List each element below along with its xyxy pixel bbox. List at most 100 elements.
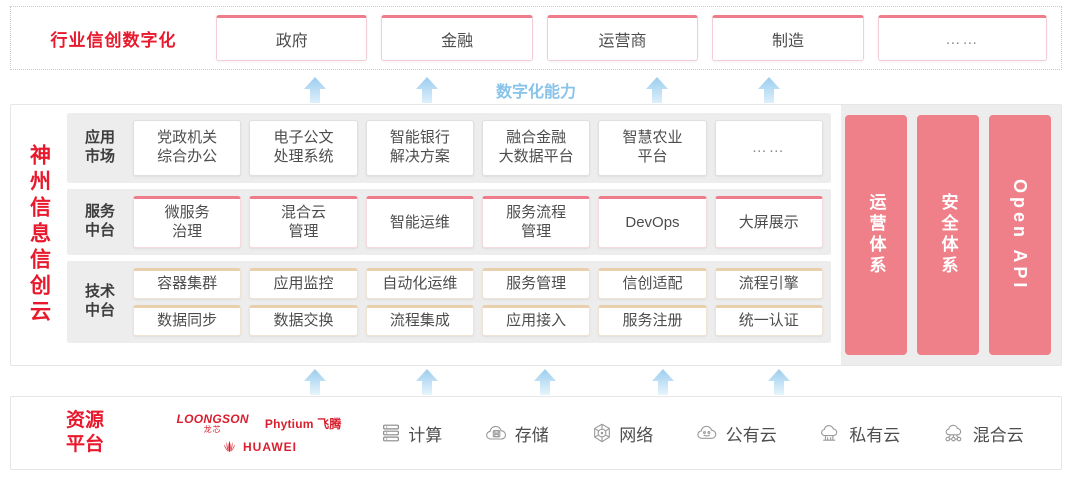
vendor-logo-row-1: LOONGSON 龙芯 Phytium 飞腾 <box>176 413 341 434</box>
resource-title-line1: 资源 <box>65 410 104 432</box>
cell-label: 自动化运维 <box>382 275 458 293</box>
pillar-label: Open API <box>1010 178 1030 292</box>
industry-box-label: 制造 <box>771 33 804 50</box>
vendor-logo-group: LOONGSON 龙芯 Phytium 飞腾 <box>159 413 359 454</box>
tech-cell-container-cluster[interactable]: 容器集群 <box>133 268 242 299</box>
tech-cell-xinchuang-adaptation[interactable]: 信创适配 <box>598 268 707 299</box>
industry-box-label: 金融 <box>441 33 474 50</box>
private-cloud-icon <box>819 422 843 444</box>
tech-cell-service-registry[interactable]: 服务注册 <box>598 305 707 336</box>
svc-cell-microservice-governance[interactable]: 微服务 治理 <box>133 196 242 248</box>
tech-cell-process-engine[interactable]: 流程引擎 <box>714 268 823 299</box>
resource-item-compute[interactable]: 计算 <box>380 421 442 446</box>
cell-label: DevOps <box>625 213 680 231</box>
layer-label-line1: 服务 <box>84 203 115 221</box>
resource-platform-band: 资源 平台 LOONGSON 龙芯 Phytium 飞腾 <box>10 396 1062 470</box>
svc-cell-smart-ops[interactable]: 智能运维 <box>365 196 474 248</box>
cell-label: 智能运维 <box>389 213 450 231</box>
resource-item-network[interactable]: 网络 <box>591 421 653 446</box>
app-cell-smart-agriculture[interactable]: 智慧农业 平台 <box>598 120 707 176</box>
vendor-logo-row-2: HUAWEI <box>221 440 297 454</box>
resource-item-private-cloud[interactable]: 私有云 <box>819 421 900 446</box>
tech-cell-process-integration[interactable]: 流程集成 <box>365 305 474 336</box>
tech-cell-app-monitoring[interactable]: 应用监控 <box>249 268 358 299</box>
industry-box-label: 政府 <box>275 33 308 50</box>
industry-box-more[interactable]: …… <box>877 15 1048 61</box>
cell-label: 服务注册 <box>622 312 683 330</box>
digital-capability-label: 数字化能力 <box>495 84 576 101</box>
pillar-operations-system[interactable]: 运营体系 <box>845 115 907 355</box>
cell-label: 信创适配 <box>622 275 683 293</box>
resource-uplink-arrows <box>10 368 1062 396</box>
huawei-flower-icon <box>221 440 238 453</box>
tech-cell-data-exchange[interactable]: 数据交换 <box>249 305 358 336</box>
cell-label: 大屏展示 <box>738 213 799 231</box>
industry-box-finance[interactable]: 金融 <box>381 15 533 61</box>
layer-label-line2: 中台 <box>84 222 115 239</box>
svc-cell-devops[interactable]: DevOps <box>598 196 707 248</box>
cloud-panel: 神州信息信创云 应用 市场 党政机关 综合办公 电子公文 处理系统 智能银行 解… <box>10 104 1062 366</box>
svc-cell-hybrid-cloud-mgmt[interactable]: 混合云 管理 <box>249 196 358 248</box>
industry-box-label: 运营商 <box>598 33 647 50</box>
industry-box-government[interactable]: 政府 <box>216 15 368 61</box>
resource-item-label: 私有云 <box>849 425 901 445</box>
up-arrow-icon <box>762 368 796 396</box>
resource-item-label: 计算 <box>408 425 443 445</box>
layer-service-platform: 服务 中台 微服务 治理 混合云 管理 智能运维 服务流程 管理 DevOps … <box>67 189 831 255</box>
cell-label: 应用接入 <box>506 312 567 330</box>
cell-label: 服务流程 管理 <box>506 204 567 240</box>
huawei-logo-text: HUAWEI <box>243 439 297 454</box>
tech-cell-service-mgmt[interactable]: 服务管理 <box>481 268 591 299</box>
cell-label: 流程引擎 <box>738 275 799 293</box>
cell-label: 智能银行 解决方案 <box>389 129 450 165</box>
app-market-cells: 党政机关 综合办公 电子公文 处理系统 智能银行 解决方案 融合金融 大数据平台… <box>133 113 831 183</box>
svc-cell-dashboard[interactable]: 大屏展示 <box>714 196 823 248</box>
cell-label: 数据同步 <box>157 312 218 330</box>
app-cell-smart-bank[interactable]: 智能银行 解决方案 <box>365 120 474 176</box>
service-platform-cells: 微服务 治理 混合云 管理 智能运维 服务流程 管理 DevOps 大屏展示 <box>133 189 831 255</box>
industry-box-manufacturing[interactable]: 制造 <box>712 15 864 61</box>
layer-app-market: 应用 市场 党政机关 综合办公 电子公文 处理系统 智能银行 解决方案 融合金融… <box>67 113 831 183</box>
up-arrow-icon <box>646 368 680 396</box>
hybrid-cloud-icon <box>943 422 967 444</box>
up-arrow-icon <box>528 368 562 396</box>
pillar-label: 安全体系 <box>938 193 958 277</box>
up-arrow-icon <box>410 368 444 396</box>
app-cell-fintech-bigdata[interactable]: 融合金融 大数据平台 <box>481 120 591 176</box>
up-arrow-icon <box>752 76 786 104</box>
cell-label: 混合云 管理 <box>280 204 326 240</box>
huawei-logo: HUAWEI <box>221 440 297 454</box>
resource-item-label: 混合云 <box>972 425 1024 445</box>
cell-label: 智慧农业 平台 <box>622 129 683 165</box>
tech-cell-data-sync[interactable]: 数据同步 <box>133 305 242 336</box>
pillar-open-api[interactable]: Open API <box>989 115 1051 355</box>
resource-item-public-cloud[interactable]: 公有云 <box>696 421 777 446</box>
cell-label: 微服务 治理 <box>164 204 210 240</box>
server-icon <box>380 422 402 444</box>
resource-item-label: 公有云 <box>725 425 777 445</box>
industry-box-label: …… <box>945 30 980 48</box>
tech-cell-automated-ops[interactable]: 自动化运维 <box>365 268 474 299</box>
app-cell-gov-office[interactable]: 党政机关 综合办公 <box>133 120 242 176</box>
tech-cell-app-access[interactable]: 应用接入 <box>481 305 591 336</box>
cell-label: 融合金融 大数据平台 <box>498 129 574 165</box>
app-cell-e-document[interactable]: 电子公文 处理系统 <box>249 120 358 176</box>
resource-item-hybrid-cloud[interactable]: 混合云 <box>943 421 1024 446</box>
svc-cell-service-process-mgmt[interactable]: 服务流程 管理 <box>481 196 591 248</box>
tech-cell-unified-auth[interactable]: 统一认证 <box>714 305 823 336</box>
app-cell-more[interactable]: …… <box>714 120 823 176</box>
pillar-security-system[interactable]: 安全体系 <box>917 115 979 355</box>
digital-capability-band: 数字化能力 <box>10 74 1062 104</box>
resource-platform-title: 资源 平台 <box>11 409 159 457</box>
pillar-label: 运营体系 <box>866 193 886 277</box>
resource-item-label: 网络 <box>619 425 654 445</box>
cell-label: 服务管理 <box>506 275 567 293</box>
up-arrow-icon <box>298 76 332 104</box>
resource-item-label: 存储 <box>514 425 549 445</box>
industry-box-telecom[interactable]: 运营商 <box>546 15 699 61</box>
public-cloud-icon <box>696 422 720 444</box>
industry-title: 行业信创数字化 <box>50 30 177 50</box>
cloud-pillars: 运营体系 安全体系 Open API <box>841 105 1061 365</box>
resource-item-storage[interactable]: 存储 <box>485 421 549 446</box>
